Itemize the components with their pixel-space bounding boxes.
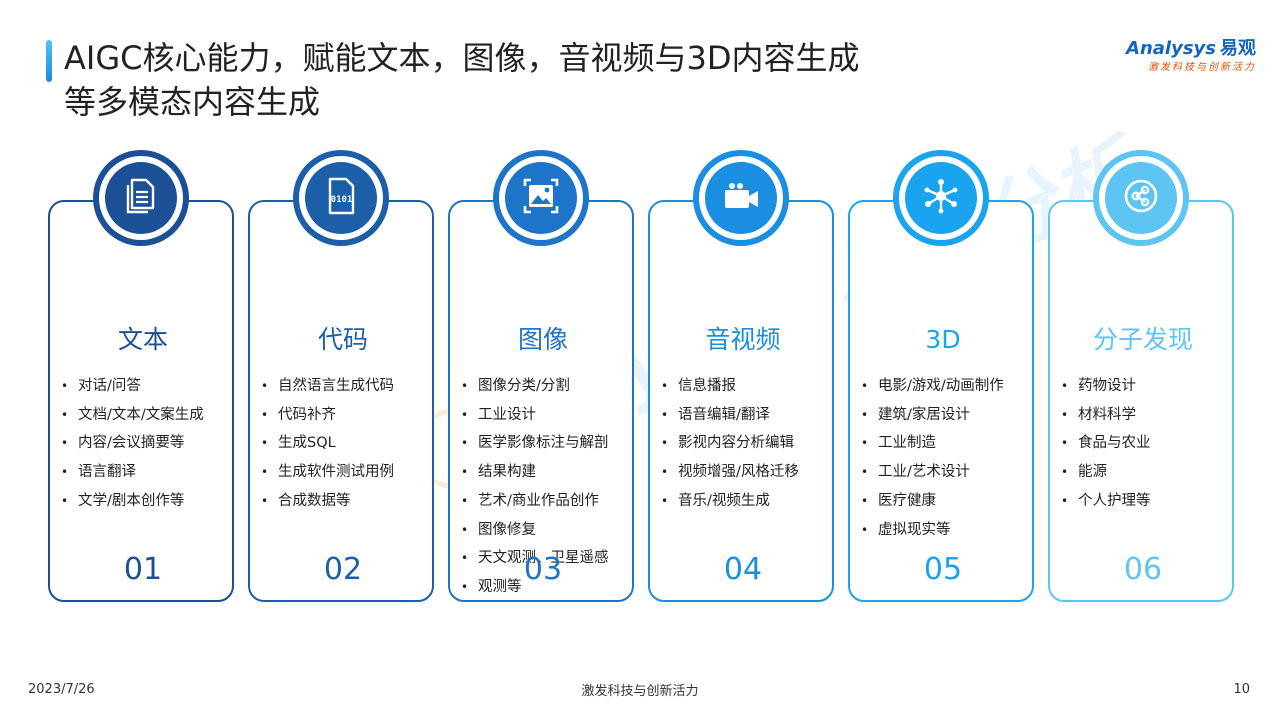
list-item: 语音编辑/翻译 xyxy=(660,401,832,430)
video-camera-icon xyxy=(719,174,763,222)
card-icon-badge xyxy=(93,150,189,246)
card-title: 文本 xyxy=(117,325,168,354)
card-number: 01 xyxy=(123,552,163,587)
card-item-list: 对话/问答文档/文本/文案生成内容/会议摘要等语言翻译文学/剧本创作等 xyxy=(60,372,232,516)
list-item: 语言翻译 xyxy=(60,458,232,487)
list-item: 生成SQL xyxy=(260,429,432,458)
list-item: 影视内容分析编辑 xyxy=(660,429,832,458)
card-number: 04 xyxy=(723,552,763,587)
list-item: 材料科学 xyxy=(1060,401,1232,430)
card-number: 02 xyxy=(323,552,363,587)
footer-date: 2023/7/26 xyxy=(28,682,95,697)
svg-text:0101: 0101 xyxy=(331,195,353,205)
list-item: 合成数据等 xyxy=(260,487,432,516)
capability-card-3: 图像图像分类/分割工业设计医学影像标注与解剖结果构建艺术/商业作品创作图像修复天… xyxy=(448,200,634,602)
logo-brand-cn: 易观 xyxy=(1220,38,1256,59)
page-title: AIGC核心能力，赋能文本，图像，音视频与3D内容生成 等多模态内容生成 xyxy=(64,36,1064,124)
list-item: 工业/艺术设计 xyxy=(860,458,1032,487)
card-icon-badge xyxy=(893,150,989,246)
capability-cards: 文本对话/问答文档/文本/文案生成内容/会议摘要等语言翻译文学/剧本创作等 01 代… xyxy=(48,150,1234,606)
list-item: 医疗健康 xyxy=(860,487,1032,516)
list-item: 艺术/商业作品创作 xyxy=(460,487,632,516)
page-title-line2: 等多模态内容生成 xyxy=(64,83,321,121)
list-item: 对话/问答 xyxy=(60,372,232,401)
list-item: 视频增强/风格迁移 xyxy=(660,458,832,487)
page-title-line1: AIGC核心能力，赋能文本，图像，音视频与3D内容生成 xyxy=(64,39,860,77)
card-title: 音视频 xyxy=(705,325,781,354)
card-item-list: 自然语言生成代码代码补齐生成SQL生成软件测试用例合成数据等 xyxy=(260,372,432,516)
list-item: 信息播报 xyxy=(660,372,832,401)
card-title: 3D xyxy=(925,325,961,354)
logo-slogan: 激发科技与创新活力 xyxy=(1148,62,1256,73)
card-item-list: 药物设计材料科学食品与农业能源个人护理等 xyxy=(1060,372,1232,516)
document-icon xyxy=(119,174,163,222)
list-item: 能源 xyxy=(1060,458,1232,487)
image-icon xyxy=(519,174,563,222)
list-item: 建筑/家居设计 xyxy=(860,401,1032,430)
list-item: 内容/会议摘要等 xyxy=(60,429,232,458)
title-accent-bar xyxy=(46,40,52,82)
capability-card-2: 代码自然语言生成代码代码补齐生成SQL生成软件测试用例合成数据等 02 xyxy=(248,200,434,602)
card-title: 分子发现 xyxy=(1092,325,1193,354)
list-item: 电影/游戏/动画制作 xyxy=(860,372,1032,401)
footer-slogan: 激发科技与创新活力 xyxy=(581,684,699,699)
card-title: 代码 xyxy=(317,325,368,354)
card-item-list: 图像分类/分割工业设计医学影像标注与解剖结果构建艺术/商业作品创作图像修复天文观… xyxy=(460,372,632,602)
list-item: 工业制造 xyxy=(860,429,1032,458)
list-item: 自然语言生成代码 xyxy=(260,372,432,401)
card-icon-badge xyxy=(1093,150,1189,246)
card-number: 06 xyxy=(1123,552,1163,587)
code-file-icon: 0101 xyxy=(319,174,363,222)
list-item: 天文观测、卫星遥感 xyxy=(460,544,632,573)
list-item: 结果构建 xyxy=(460,458,632,487)
list-item: 代码补齐 xyxy=(260,401,432,430)
card-number: 05 xyxy=(923,552,963,587)
capability-card-5: 3D 电影/游戏/动画制作建筑/家居设计工业制造工业/艺术设计医疗健康虚拟现实等 0… xyxy=(848,200,1034,602)
page-number: 10 xyxy=(1233,682,1250,697)
list-item: 医学影像标注与解剖 xyxy=(460,429,632,458)
list-item: 音乐/视频生成 xyxy=(660,487,832,516)
list-item: 生成软件测试用例 xyxy=(260,458,432,487)
list-item: 文学/剧本创作等 xyxy=(60,487,232,516)
molecule-icon xyxy=(1119,174,1163,222)
list-item: 工业设计 xyxy=(460,401,632,430)
card-icon-badge xyxy=(693,150,789,246)
card-item-list: 信息播报语音编辑/翻译影视内容分析编辑视频增强/风格迁移音乐/视频生成 xyxy=(660,372,832,516)
list-item: 药物设计 xyxy=(1060,372,1232,401)
card-title: 图像 xyxy=(517,325,568,354)
card-icon-badge: 0101 xyxy=(293,150,389,246)
logo-brand-en: Analysys xyxy=(1126,38,1216,59)
list-item: 食品与农业 xyxy=(1060,429,1232,458)
molecule-network-icon xyxy=(919,174,963,222)
list-item: 图像分类/分割 xyxy=(460,372,632,401)
list-item: 文档/文本/文案生成 xyxy=(60,401,232,430)
list-item: 个人护理等 xyxy=(1060,487,1232,516)
list-item: 观测等 xyxy=(460,573,632,602)
list-item: 虚拟现实等 xyxy=(860,516,1032,545)
card-icon-badge xyxy=(493,150,589,246)
capability-card-6: 分子发现药物设计材料科学食品与农业能源个人护理等 06 xyxy=(1048,200,1234,602)
card-number: 03 xyxy=(523,552,563,587)
capability-card-4: 音视频信息播报语音编辑/翻译影视内容分析编辑视频增强/风格迁移音乐/视频生成 04 xyxy=(648,200,834,602)
list-item: 图像修复 xyxy=(460,516,632,545)
card-item-list: 电影/游戏/动画制作建筑/家居设计工业制造工业/艺术设计医疗健康虚拟现实等 xyxy=(860,372,1032,544)
capability-card-1: 文本对话/问答文档/文本/文案生成内容/会议摘要等语言翻译文学/剧本创作等 01 xyxy=(48,200,234,602)
